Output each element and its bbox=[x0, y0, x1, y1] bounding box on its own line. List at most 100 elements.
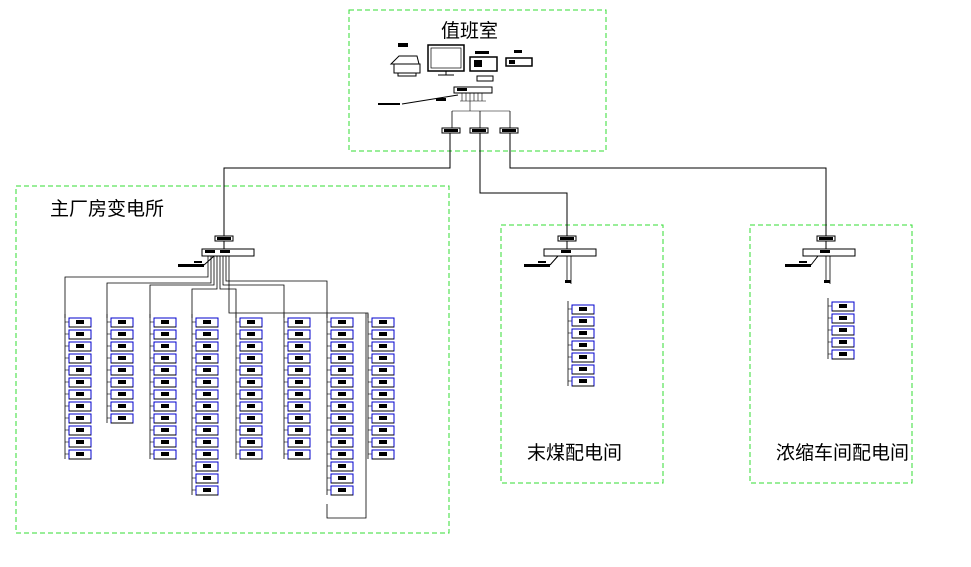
main-col-8-meter bbox=[371, 329, 395, 340]
coal-column bbox=[567, 301, 595, 387]
main-col-6-meter bbox=[287, 329, 311, 340]
main-col-1-meter bbox=[68, 377, 92, 388]
main-col-3-meter bbox=[153, 449, 177, 460]
main-col-6-meter bbox=[287, 425, 311, 436]
main-col-6-meter bbox=[287, 437, 311, 448]
main-meter-columns bbox=[64, 314, 395, 496]
main-col-4-meter bbox=[195, 317, 219, 328]
main-substation-switch bbox=[178, 235, 255, 267]
main-col-8-meter bbox=[371, 437, 395, 448]
thickener-meter bbox=[831, 313, 855, 324]
main-col-1-meter bbox=[68, 329, 92, 340]
main-col-7-meter bbox=[330, 377, 354, 388]
main-col-5-meter bbox=[239, 401, 263, 412]
main-col-4-meter bbox=[195, 401, 219, 412]
control-room-title: 值班室 bbox=[441, 20, 498, 42]
main-col-6-meter bbox=[287, 353, 311, 364]
main-col-3-column bbox=[149, 314, 177, 460]
main-col-6-meter bbox=[287, 365, 311, 376]
main-col-7-meter bbox=[330, 353, 354, 364]
main-col-3-meter bbox=[153, 389, 177, 400]
main-col-6-column bbox=[283, 314, 311, 460]
printer-icon bbox=[389, 43, 421, 77]
main-col-1-meter bbox=[68, 389, 92, 400]
main-col-1-meter bbox=[68, 401, 92, 412]
main-col-4-meter bbox=[195, 329, 219, 340]
main-col-6-meter bbox=[287, 377, 311, 388]
main-col-1-column bbox=[64, 314, 92, 460]
main-col-4-meter bbox=[195, 377, 219, 388]
main-col-4-meter bbox=[195, 449, 219, 460]
main-col-7-meter bbox=[330, 437, 354, 448]
main-col-6-meter bbox=[287, 389, 311, 400]
control-room-region bbox=[348, 9, 607, 152]
main-col-1-meter bbox=[68, 413, 92, 424]
main-col-5-meter bbox=[239, 353, 263, 364]
main-col-5-meter bbox=[239, 317, 263, 328]
main-col-7-column bbox=[326, 314, 354, 496]
fiber-converter-icons bbox=[441, 127, 519, 134]
coal-meter bbox=[571, 328, 595, 339]
coal-room-region bbox=[500, 224, 664, 484]
main-col-2-meter bbox=[110, 389, 134, 400]
coal-meter bbox=[571, 340, 595, 351]
thickener-room-meter-column bbox=[827, 298, 855, 360]
main-col-4-column bbox=[191, 314, 219, 496]
main-col-8-meter bbox=[371, 353, 395, 364]
coal-room-switch bbox=[524, 235, 597, 284]
main-substation-title: 主厂房变电所 bbox=[50, 198, 164, 220]
main-col-5-meter bbox=[239, 425, 263, 436]
main-col-3-meter bbox=[153, 317, 177, 328]
main-col-6-meter bbox=[287, 317, 311, 328]
main-col-7-meter bbox=[330, 425, 354, 436]
main-col-4-meter bbox=[195, 389, 219, 400]
main-col-7-meter bbox=[330, 449, 354, 460]
main-col-3-meter bbox=[153, 365, 177, 376]
main-col-6-meter bbox=[287, 341, 311, 352]
main-col-8-meter bbox=[371, 365, 395, 376]
main-col-7-meter bbox=[330, 401, 354, 412]
main-col-1-meter bbox=[68, 437, 92, 448]
main-col-5-meter bbox=[239, 413, 263, 424]
main-col-8-meter bbox=[371, 389, 395, 400]
main-col-4-meter bbox=[195, 341, 219, 352]
coal-meter bbox=[571, 376, 595, 387]
main-col-2-meter bbox=[110, 365, 134, 376]
coal-room-meter-column bbox=[567, 301, 595, 387]
thickener-meter bbox=[831, 337, 855, 348]
main-col-5-meter bbox=[239, 341, 263, 352]
main-col-5-meter bbox=[239, 389, 263, 400]
main-col-7-meter bbox=[330, 365, 354, 376]
main-substation-region bbox=[15, 185, 450, 534]
main-col-7-meter bbox=[330, 389, 354, 400]
coal-room-title: 末煤配电间 bbox=[527, 442, 622, 464]
main-col-2-meter bbox=[110, 317, 134, 328]
main-col-5-meter bbox=[239, 377, 263, 388]
thickener-column bbox=[827, 298, 855, 360]
main-col-7-meter bbox=[330, 341, 354, 352]
main-col-7-meter bbox=[330, 413, 354, 424]
main-col-2-meter bbox=[110, 341, 134, 352]
main-col-8-meter bbox=[371, 449, 395, 460]
main-col-4-meter bbox=[195, 485, 219, 496]
main-col-3-meter bbox=[153, 353, 177, 364]
main-col-1-meter bbox=[68, 341, 92, 352]
thickener-room-switch bbox=[785, 235, 856, 284]
modem-icon bbox=[505, 50, 533, 67]
coal-meter bbox=[571, 316, 595, 327]
network-switch-icon bbox=[378, 86, 511, 128]
main-col-2-meter bbox=[110, 353, 134, 364]
coal-meter bbox=[571, 364, 595, 375]
main-col-3-meter bbox=[153, 437, 177, 448]
main-col-4-meter bbox=[195, 473, 219, 484]
coal-meter bbox=[571, 304, 595, 315]
main-col-8-meter bbox=[371, 401, 395, 412]
main-col-1-meter bbox=[68, 317, 92, 328]
thickener-meter bbox=[831, 349, 855, 360]
main-col-5-meter bbox=[239, 329, 263, 340]
thickener-meter bbox=[831, 325, 855, 336]
main-col-8-meter bbox=[371, 341, 395, 352]
main-col-5-meter bbox=[239, 365, 263, 376]
main-col-2-column bbox=[106, 314, 134, 424]
